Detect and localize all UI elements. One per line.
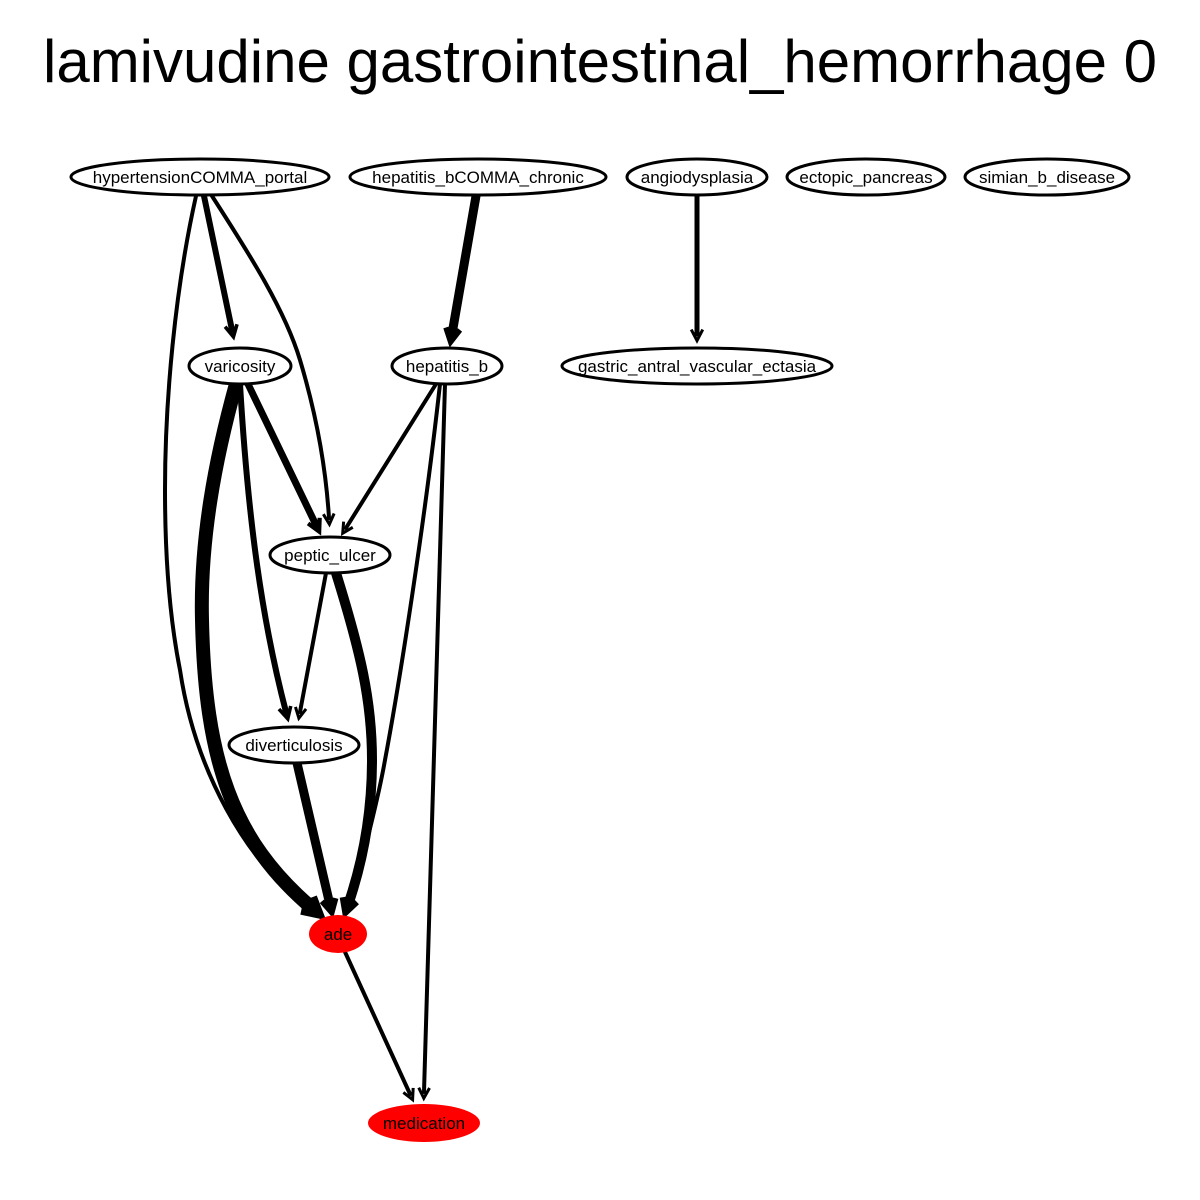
node-shape	[69, 157, 331, 197]
node-label: hepatitis_b	[406, 357, 488, 376]
node-varicosity: varicosity	[187, 346, 293, 386]
edge-line	[343, 950, 412, 1096]
edge-hypertensionCOMMA_portal-to-varicosity	[201, 193, 239, 341]
node-label: ade	[324, 925, 352, 944]
node-label: hepatitis_bCOMMA_chronic	[372, 168, 584, 187]
edge-line	[210, 194, 331, 520]
node-hepatitis_b: hepatitis_b	[390, 346, 504, 386]
edge-hypertensionCOMMA_portal-to-peptic_ulcer	[210, 194, 336, 528]
edge-line	[244, 380, 320, 529]
node-label: diverticulosis	[245, 736, 342, 755]
edge-varicosity-to-diverticulosis	[237, 381, 293, 723]
node-shape	[963, 157, 1131, 197]
edge-peptic_ulcer-to-ade	[331, 568, 378, 919]
node-shape	[187, 346, 293, 386]
node-shape	[560, 346, 834, 386]
edge-line	[331, 568, 378, 910]
edge-line	[194, 377, 319, 915]
node-label: hypertensionCOMMA_portal	[93, 168, 307, 187]
node-gastric_antral_vascular_ectasia: gastric_antral_vascular_ectasia	[560, 346, 834, 386]
node-label: medication	[383, 1114, 465, 1133]
edge-line	[344, 382, 438, 530]
edge-line	[292, 758, 335, 910]
node-shape	[227, 725, 361, 765]
node-label: varicosity	[205, 357, 276, 376]
node-label: angiodysplasia	[641, 168, 754, 187]
edge-hepatitis_bCOMMA_chronic-to-hepatitis_b	[443, 191, 481, 348]
edge-arrowhead	[340, 521, 354, 537]
node-shape	[368, 1104, 480, 1142]
edge-arrowhead	[294, 706, 308, 722]
edge-arrowhead	[339, 896, 359, 919]
node-shape	[390, 346, 504, 386]
edge-line	[162, 194, 312, 912]
edge-line	[201, 193, 235, 333]
edge-arrowhead	[402, 1087, 415, 1103]
node-peptic_ulcer: peptic_ulcer	[268, 535, 392, 575]
edge-diverticulosis-to-ade	[292, 758, 339, 919]
edge-angiodysplasia-to-gastric_antral_vascular_ectasia	[689, 193, 705, 344]
edge-arrowhead	[689, 328, 705, 344]
edges-layer	[162, 191, 705, 1103]
node-shape	[625, 157, 769, 197]
edge-line	[447, 191, 481, 339]
node-hepatitis_bCOMMA_chronic: hepatitis_bCOMMA_chronic	[348, 157, 608, 197]
edge-arrowhead	[322, 512, 336, 528]
edge-arrowhead	[306, 517, 322, 536]
node-simian_b_disease: simian_b_disease	[963, 157, 1131, 197]
node-label: ectopic_pancreas	[799, 168, 932, 187]
edge-arrowhead	[277, 705, 293, 723]
edge-arrowhead	[417, 1087, 431, 1102]
edge-varicosity-to-peptic_ulcer	[244, 380, 322, 536]
edge-arrowhead	[223, 323, 239, 341]
nodes-layer: hypertensionCOMMA_portal hepatitis_bCOMMA…	[69, 157, 1131, 1142]
node-shape	[309, 915, 367, 953]
node-hypertensionCOMMA_portal: hypertensionCOMMA_portal	[69, 157, 331, 197]
node-ade: ade	[309, 915, 367, 953]
edge-line	[298, 571, 328, 714]
edge-hepatitis_b-to-medication	[417, 382, 447, 1102]
node-label: simian_b_disease	[979, 168, 1115, 187]
node-shape	[268, 535, 392, 575]
node-label: gastric_antral_vascular_ectasia	[578, 357, 817, 376]
edge-peptic_ulcer-to-diverticulosis	[294, 571, 328, 722]
node-ectopic_pancreas: ectopic_pancreas	[785, 157, 947, 197]
node-label: peptic_ulcer	[284, 546, 376, 565]
edge-line	[422, 382, 447, 1094]
node-medication: medication	[368, 1104, 480, 1142]
node-shape	[785, 157, 947, 197]
node-angiodysplasia: angiodysplasia	[625, 157, 769, 197]
edge-varicosity-to-ade	[194, 377, 327, 921]
edge-line	[237, 381, 289, 715]
edge-ade-to-medication	[343, 950, 415, 1103]
node-diverticulosis: diverticulosis	[227, 725, 361, 765]
edge-arrowhead	[300, 895, 327, 921]
diagram-title: lamivudine gastrointestinal_hemorrhage 0	[43, 28, 1157, 95]
edge-arrowhead	[319, 897, 339, 919]
node-shape	[348, 157, 608, 197]
edge-hepatitis_b-to-peptic_ulcer	[340, 382, 438, 537]
edge-arrowhead	[443, 326, 463, 348]
